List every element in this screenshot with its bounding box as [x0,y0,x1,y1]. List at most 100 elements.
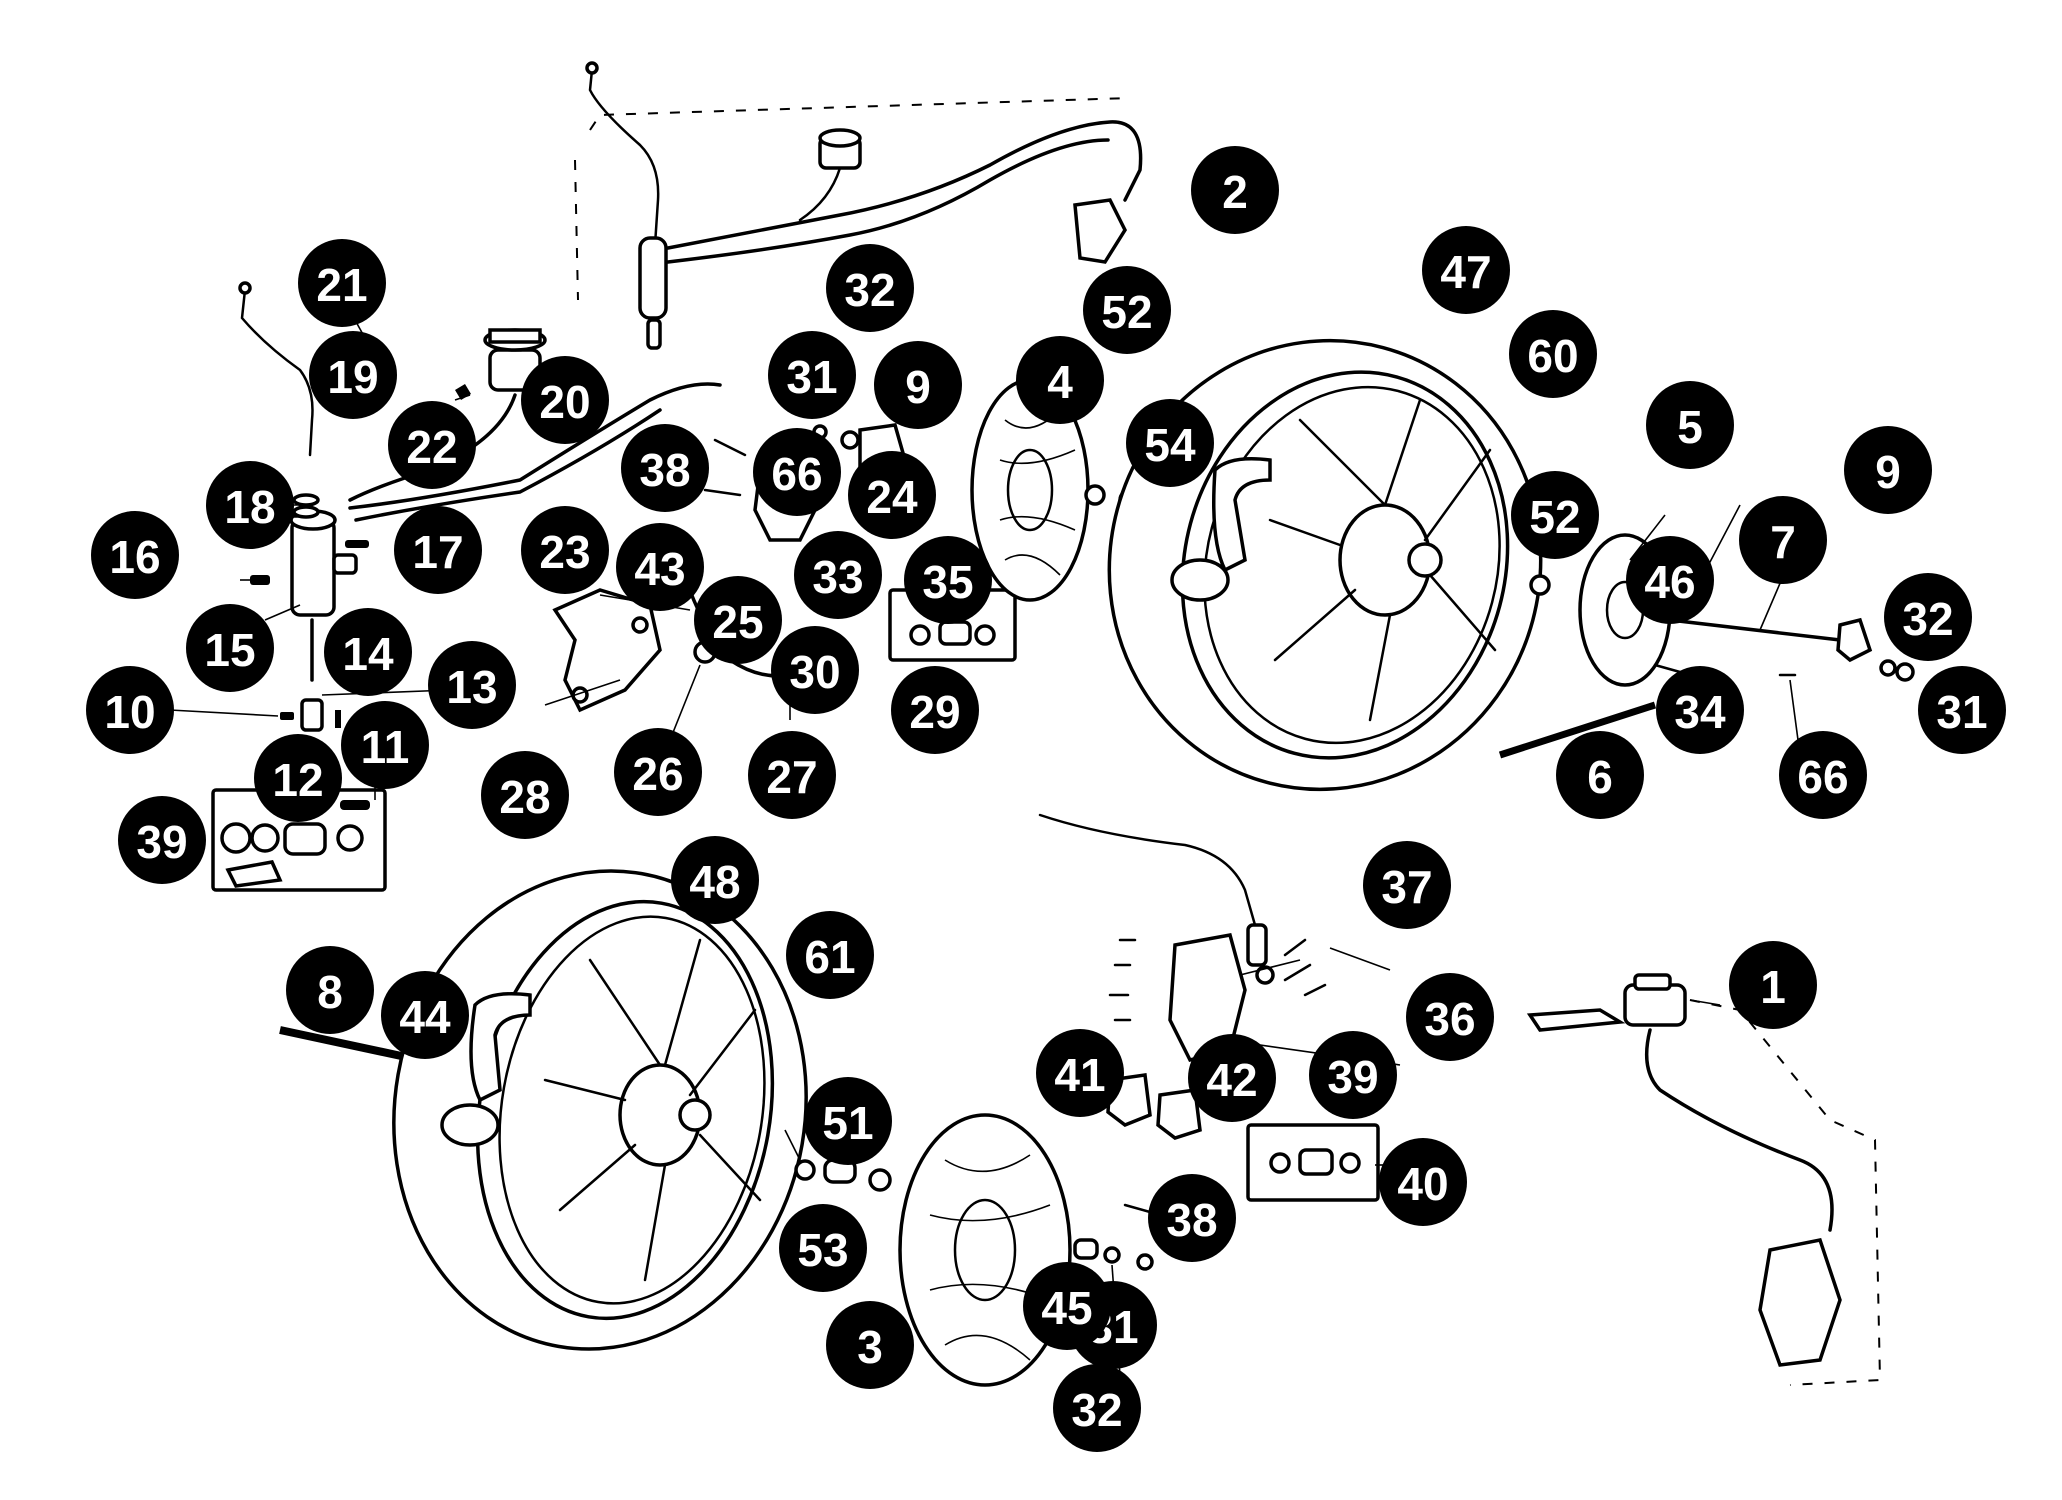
callout-badge [771,626,859,714]
callout-badge [786,911,874,999]
callout-label: 35 [922,556,973,608]
front-disc-nut [1136,1253,1154,1271]
callout-label: 52 [1101,286,1152,338]
callout-32: 32 [826,244,914,332]
callout-17: 17 [394,506,482,594]
callout-10: 10 [86,666,174,754]
callout-badge [1511,471,1599,559]
callout-badge [748,731,836,819]
callout-label: 3 [857,1321,883,1373]
callout-label: 37 [1381,861,1432,913]
callout-badge [768,331,856,419]
callout-34: 34 [1656,666,1744,754]
rear-master-cylinder [238,281,722,732]
callout-label: 38 [639,444,690,496]
callout-48: 48 [671,836,759,924]
callout-label: 9 [905,361,931,413]
callout-14: 14 [324,608,412,696]
callout-43: 43 [616,523,704,611]
callout-badge [904,536,992,624]
callout-label: 21 [316,259,367,311]
front-bearing-2 [868,1168,892,1192]
callout-label: 13 [446,661,497,713]
callout-33: 33 [794,531,882,619]
callout-badge [388,401,476,489]
callout-label: 34 [1674,686,1726,738]
callout-label: 9 [1875,446,1901,498]
callout-label: 61 [804,931,855,983]
callout-61: 61 [786,911,874,999]
callout-label: 19 [327,351,378,403]
callout-label: 32 [1902,593,1953,645]
callout-label: 42 [1206,1054,1257,1106]
callout-badge [1126,399,1214,487]
callout-label: 16 [109,531,160,583]
callout-label: 27 [766,751,817,803]
callout-5: 5 [1646,381,1734,469]
callout-label: 31 [786,351,837,403]
callout-label: 32 [1071,1384,1122,1436]
callout-label: 39 [136,816,187,868]
callout-badge [826,244,914,332]
callout-badge [286,946,374,1034]
callout-label: 46 [1644,556,1695,608]
callout-badge [206,461,294,549]
bearing-upper-1 [1084,484,1106,506]
callout-label: 10 [104,686,155,738]
callout-25: 25 [694,576,782,664]
callout-label: 45 [1041,1282,1092,1334]
callout-label: 54 [1144,419,1196,471]
callout-badge [616,523,704,611]
nut-right [1895,662,1915,682]
callout-23: 23 [521,506,609,594]
callout-label: 26 [632,748,683,800]
callout-22: 22 [388,401,476,489]
callout-label: 20 [539,376,590,428]
callout-label: 4 [1047,356,1073,408]
callout-label: 38 [1166,1194,1217,1246]
callout-badge [1779,731,1867,819]
callout-badge [1509,310,1597,398]
callout-label: 11 [361,721,410,773]
callout-badge [671,836,759,924]
callout-label: 51 [822,1097,873,1149]
callout-21: 21 [298,239,386,327]
callout-32: 32 [1053,1364,1141,1452]
callout-badge [1844,426,1932,514]
callout-badge [1729,941,1817,1029]
brake-pad-box-lower [1246,1123,1380,1202]
callout-badge [1083,266,1171,354]
callout-badge [694,576,782,664]
callout-7: 7 [1739,496,1827,584]
callout-badge [1626,536,1714,624]
callout-badge [86,666,174,754]
callout-badge [1023,1262,1111,1350]
callout-badge [1556,731,1644,819]
callout-badge [621,424,709,512]
callout-42: 42 [1188,1034,1276,1122]
callout-54: 54 [1126,399,1214,487]
washer-right [1879,659,1897,677]
callout-badge [1918,666,2006,754]
callout-label: 28 [499,771,550,823]
callout-label: 66 [771,448,822,500]
callout-badge [1739,496,1827,584]
callout-38: 38 [621,424,709,512]
callout-label: 12 [272,754,323,806]
callout-24: 24 [848,451,936,539]
seal-kit-box-upper [211,788,387,892]
callout-52: 52 [1511,471,1599,559]
front-disc-spacer [1073,1238,1099,1260]
callout-badge [428,641,516,729]
callout-badge [309,331,397,419]
callout-27: 27 [748,731,836,819]
callout-label: 53 [797,1224,848,1276]
callout-badge [1191,146,1279,234]
callout-badge [298,239,386,327]
callout-badge [1646,381,1734,469]
callout-label: 39 [1327,1051,1378,1103]
callout-badge [118,796,206,884]
callout-40: 40 [1379,1138,1467,1226]
callout-badge [324,608,412,696]
